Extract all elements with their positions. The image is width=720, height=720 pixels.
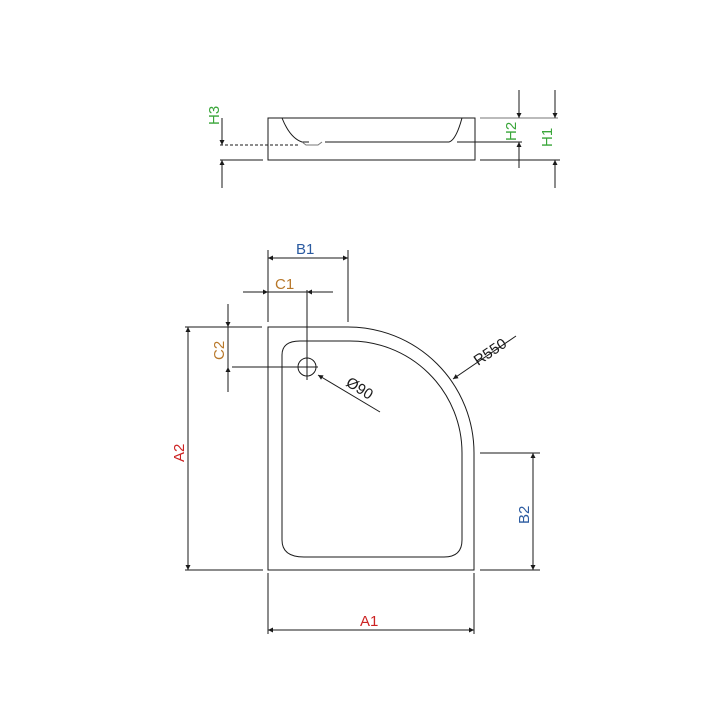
- label-c1: C1: [275, 276, 294, 293]
- plan-view: [185, 250, 540, 634]
- radius-leader: [452, 335, 517, 380]
- label-b1: B1: [296, 241, 314, 258]
- label-h1: H1: [539, 128, 556, 147]
- label-b2: B2: [516, 506, 533, 524]
- tray-outer-outline: [267, 326, 475, 571]
- label-c2: C2: [211, 341, 228, 360]
- tray-inner-outline: [281, 340, 463, 558]
- label-a1: A1: [360, 613, 378, 630]
- drain-diameter-leader: [317, 374, 381, 413]
- drain-notch: [301, 141, 323, 146]
- label-h3: H3: [206, 106, 223, 125]
- label-drain-diameter: Ø90: [343, 374, 376, 403]
- label-h2: H2: [503, 122, 520, 141]
- label-a2: A2: [171, 444, 188, 462]
- side-view: [219, 90, 560, 188]
- tray-side-outline: [267, 117, 476, 161]
- basin-profile: [281, 117, 463, 143]
- label-radius: R550: [471, 335, 510, 369]
